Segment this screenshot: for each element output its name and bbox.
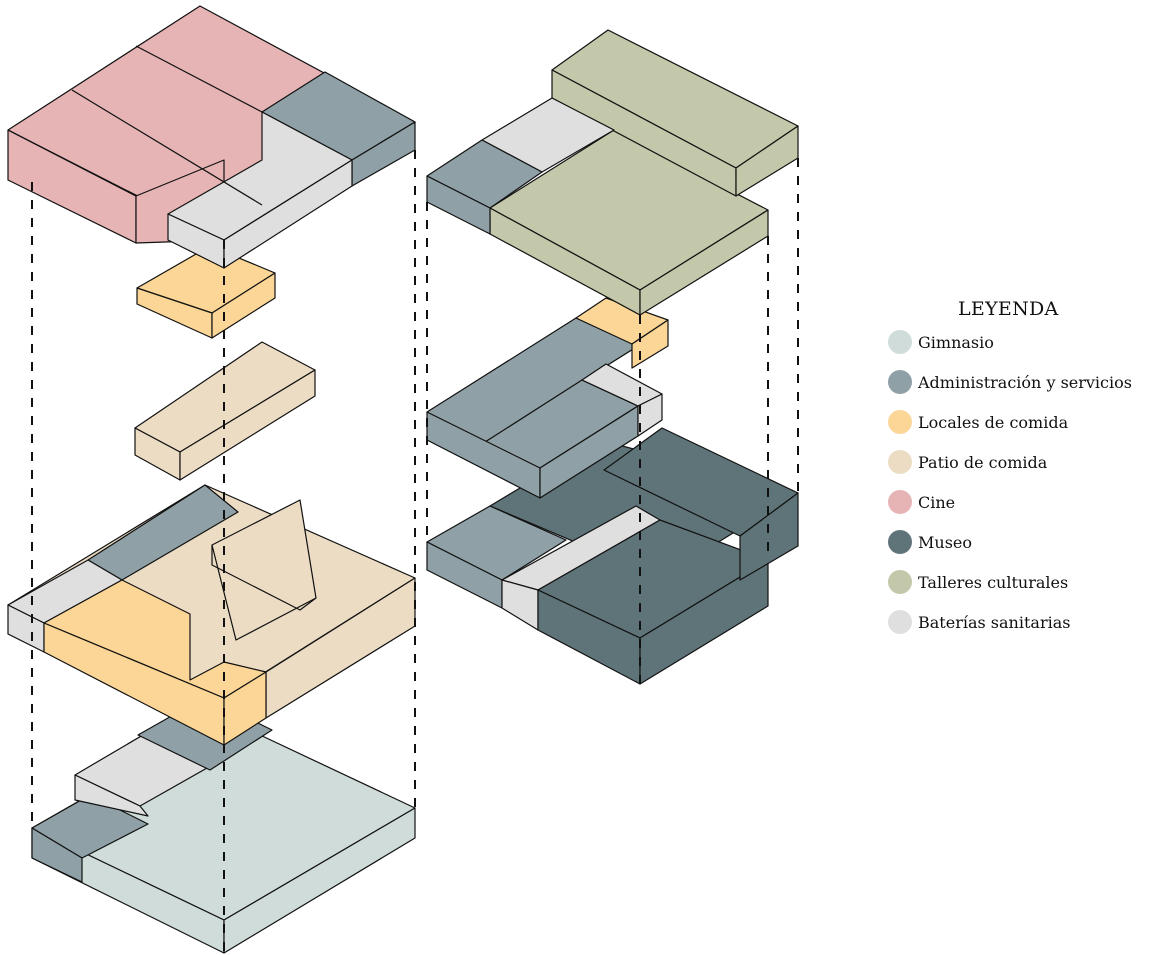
legend-item: Gimnasio (888, 322, 1148, 362)
left-level-5-cine (7, 5, 416, 269)
left-level-3-patio-bar (134, 341, 316, 481)
legend-item: Museo (888, 522, 1148, 562)
cine-divider-2 (135, 45, 263, 113)
legend-item: Locales de comida (888, 402, 1148, 442)
banos-l2-side (637, 393, 663, 437)
museo-front-right (639, 559, 769, 685)
legend-swatch (888, 370, 912, 394)
legend-swatch (888, 610, 912, 634)
legend-label: Baterías sanitarias (918, 612, 1071, 632)
legend-item: Talleres culturales (888, 562, 1148, 602)
admin-corner-side (31, 827, 83, 883)
legend-item: Patio de comida (888, 442, 1148, 482)
legend-label: Cine (918, 492, 956, 512)
legend-swatch (888, 450, 912, 474)
legend-label: Museo (918, 532, 972, 552)
legend-label: Talleres culturales (918, 572, 1069, 592)
patio-bar-front-right (179, 369, 316, 481)
exploded-axonometric-diagram (7, 5, 799, 954)
legend-swatch (888, 530, 912, 554)
right-level-2-admin (426, 297, 669, 499)
cine-divider-3 (7, 129, 137, 197)
legend-label: Administración y servicios (918, 372, 1132, 392)
legend-label: Gimnasio (918, 332, 994, 352)
projection-lines (31, 150, 799, 952)
right-level-3-talleres (426, 29, 799, 316)
left-level-2-patio (7, 484, 416, 746)
locales-box-front-right (211, 272, 276, 339)
left-level-4-locales-box (136, 245, 276, 339)
legend-label: Locales de comida (918, 412, 1069, 432)
legend-title: LEYENDA (958, 298, 1059, 320)
legend-item: Baterías sanitarias (888, 602, 1148, 642)
cine-divider-1 (71, 89, 263, 206)
legend-item: Administración y servicios (888, 362, 1148, 402)
banos-box-front (74, 774, 149, 817)
legend-swatch (888, 410, 912, 434)
museo-upper-box-side (739, 492, 799, 581)
right-level-1-museo (426, 427, 799, 685)
patio-void-outline (211, 545, 317, 611)
legend-swatch (888, 330, 912, 354)
legend-label: Patio de comida (918, 452, 1048, 472)
legend-item: Cine (888, 482, 1148, 522)
legend-swatch (888, 490, 912, 514)
legend-swatch (888, 570, 912, 594)
admin-r3-front (426, 175, 491, 235)
